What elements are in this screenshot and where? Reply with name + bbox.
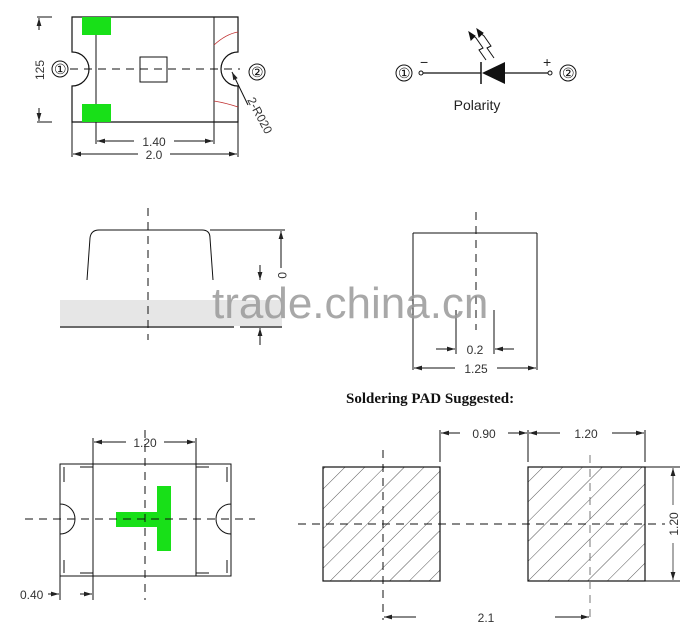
top-pin1-label: ①: [54, 63, 67, 78]
top-height-label: 125: [33, 60, 47, 80]
solder-pitch-label: 2.1: [478, 611, 495, 625]
polarity-plus-label: +: [543, 54, 551, 70]
top-pin2-label: ②: [251, 66, 264, 81]
light-emission-arrows-icon: [468, 27, 495, 61]
polarity-symbol: ① − + ② Polarity: [395, 27, 577, 113]
polarity-caption: Polarity: [454, 97, 501, 113]
solder-pad-height-label: 1.20: [667, 512, 681, 536]
bottom-terminal-width-label: 0.40: [20, 588, 44, 602]
top-radius-label: 2-R020: [244, 95, 275, 137]
top-pad-lower: [82, 104, 111, 122]
end-view: 0.2 1.25: [412, 212, 538, 376]
top-pad-span-label: 1.40: [142, 135, 166, 149]
top-width-label: 2.0: [146, 148, 163, 162]
bottom-center-width-label: 1.20: [133, 436, 157, 450]
top-view: 125 ① ② 2-R020 1.40 2.0: [33, 16, 275, 162]
side-view: 0: [60, 208, 289, 345]
polarity-minus-label: −: [420, 54, 428, 70]
solder-pad-title: Soldering PAD Suggested:: [346, 391, 514, 407]
top-pad-upper: [82, 17, 111, 35]
solder-gap-label: 0.90: [472, 427, 496, 441]
solder-pad-layout: 0.90 1.20 1.20 2.1: [298, 427, 681, 625]
bottom-mark-stem: [157, 486, 171, 551]
diode-triangle-icon: [482, 62, 505, 84]
end-gap-label: 0.2: [467, 343, 484, 357]
solder-pad-width-label: 1.20: [574, 427, 598, 441]
polarity-pin2-label: ②: [562, 67, 575, 82]
polarity-pin1-label: ①: [398, 67, 411, 82]
watermark: trade.china.cn: [212, 279, 488, 328]
side-height-label: 0: [275, 272, 289, 279]
bottom-view: 1.20 0.40: [20, 430, 255, 602]
end-width-label: 1.25: [464, 362, 488, 376]
